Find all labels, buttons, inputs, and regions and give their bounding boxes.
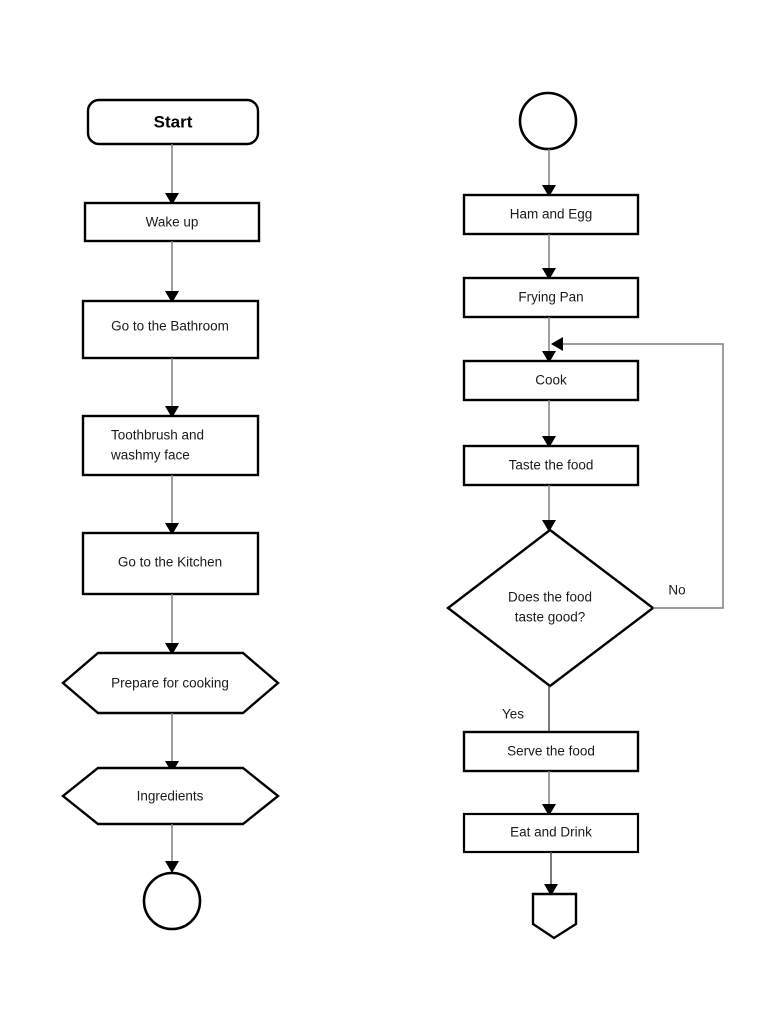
edge-kitchen-to-prepare (165, 594, 179, 655)
arrow-head-icon (542, 520, 556, 532)
end-shape[interactable] (142, 871, 202, 931)
decision-shape[interactable] (446, 528, 655, 688)
go-kitchen-shape[interactable] (81, 531, 260, 596)
ham-and-egg-shape[interactable] (462, 193, 640, 236)
edge-serve-to-eat (542, 771, 556, 816)
node-go-kitchen[interactable]: Go to the Kitchen (81, 531, 260, 596)
wake-up-shape[interactable] (83, 201, 261, 243)
ingredients-label: Ingredients (137, 789, 204, 804)
edge-wake-up-to-bathroom (165, 241, 179, 303)
node-prepare-cooking[interactable]: Prepare for cooking (61, 651, 280, 715)
node-start[interactable]: Start (86, 98, 260, 146)
node-eat-and-drink[interactable]: Eat and Drink (462, 812, 640, 854)
edge-begin-to-ham-and-egg (542, 149, 556, 197)
node-wake-up[interactable]: Wake up (83, 201, 261, 243)
toothbrush-shape[interactable] (81, 414, 260, 477)
edge-eat-to-terminator (544, 852, 558, 896)
serve-the-food-label: Serve the food (507, 744, 595, 759)
edge-line (562, 343, 724, 609)
cook-label: Cook (535, 373, 567, 388)
taste-the-food-label: Taste the food (509, 458, 594, 473)
edge-no-loop-to-cook: No (551, 337, 724, 609)
node-taste-the-food[interactable]: Taste the food (462, 444, 640, 487)
node-terminator[interactable] (531, 892, 578, 940)
arrow-head-icon (544, 884, 558, 896)
node-decision[interactable]: Does the food taste good? (446, 528, 655, 688)
arrow-head-icon (165, 193, 179, 205)
toothbrush-label-line2: washmy face (110, 448, 190, 463)
edge-frying-pan-to-cook (542, 317, 556, 363)
edge-start-to-wake-up (165, 144, 179, 205)
eat-and-drink-label: Eat and Drink (510, 825, 592, 840)
arrow-head-icon (542, 351, 556, 363)
edge-ingredients-to-end (165, 824, 179, 873)
edge-toothbrush-to-kitchen (165, 475, 179, 535)
node-go-bathroom[interactable]: Go to the Bathroom (81, 299, 260, 360)
serve-the-food-shape[interactable] (462, 730, 640, 773)
node-serve-the-food[interactable]: Serve the food (462, 730, 640, 773)
go-bathroom-shape[interactable] (81, 299, 260, 360)
start-label: Start (154, 112, 193, 131)
arrow-head-icon (165, 406, 179, 418)
edge-label-yes: Yes (502, 707, 524, 722)
arrow-head-icon (551, 337, 563, 351)
go-kitchen-label: Go to the Kitchen (118, 555, 222, 570)
go-bathroom-label: Go to the Bathroom (111, 319, 229, 334)
arrow-head-icon (165, 523, 179, 535)
edge-ham-to-frying-pan (542, 234, 556, 280)
node-toothbrush[interactable]: Toothbrush and washmy face (81, 414, 260, 477)
terminator-shape[interactable] (531, 892, 578, 940)
edge-bathroom-to-toothbrush (165, 358, 179, 418)
edge-taste-to-decision (542, 485, 556, 532)
node-end[interactable] (142, 871, 202, 931)
prepare-cooking-label: Prepare for cooking (111, 676, 229, 691)
node-frying-pan[interactable]: Frying Pan (462, 276, 640, 319)
wake-up-label: Wake up (146, 215, 199, 230)
arrow-head-icon (542, 436, 556, 448)
cook-shape[interactable] (462, 359, 640, 402)
prepare-cooking-shape[interactable] (61, 651, 280, 715)
ham-and-egg-label: Ham and Egg (510, 207, 593, 222)
arrow-head-icon (165, 643, 179, 655)
node-begin[interactable] (518, 91, 578, 151)
arrow-head-icon (542, 268, 556, 280)
arrow-head-icon (165, 291, 179, 303)
start-shape[interactable] (86, 98, 260, 146)
left-flow-group: Start Wake up Go to the Bathroom (61, 98, 280, 931)
right-flow-group: Ham and Egg Frying Pan Cook (446, 91, 724, 940)
edge-prepare-to-ingredients (165, 713, 179, 773)
decision-label-line2: taste good? (515, 610, 586, 625)
arrow-head-icon (165, 861, 179, 873)
begin-shape[interactable] (518, 91, 578, 151)
ingredients-shape[interactable] (61, 766, 280, 826)
node-ingredients[interactable]: Ingredients (61, 766, 280, 826)
toothbrush-label-line1: Toothbrush and (111, 428, 204, 443)
edge-cook-to-taste (542, 400, 556, 448)
taste-the-food-shape[interactable] (462, 444, 640, 487)
arrow-head-icon (542, 185, 556, 197)
frying-pan-shape[interactable] (462, 276, 640, 319)
arrow-head-icon (542, 804, 556, 816)
decision-label-line1: Does the food (508, 590, 592, 605)
edge-label-no: No (668, 583, 685, 598)
frying-pan-label: Frying Pan (518, 290, 583, 305)
eat-and-drink-shape[interactable] (462, 812, 640, 854)
node-ham-and-egg[interactable]: Ham and Egg (462, 193, 640, 236)
node-cook[interactable]: Cook (462, 359, 640, 402)
